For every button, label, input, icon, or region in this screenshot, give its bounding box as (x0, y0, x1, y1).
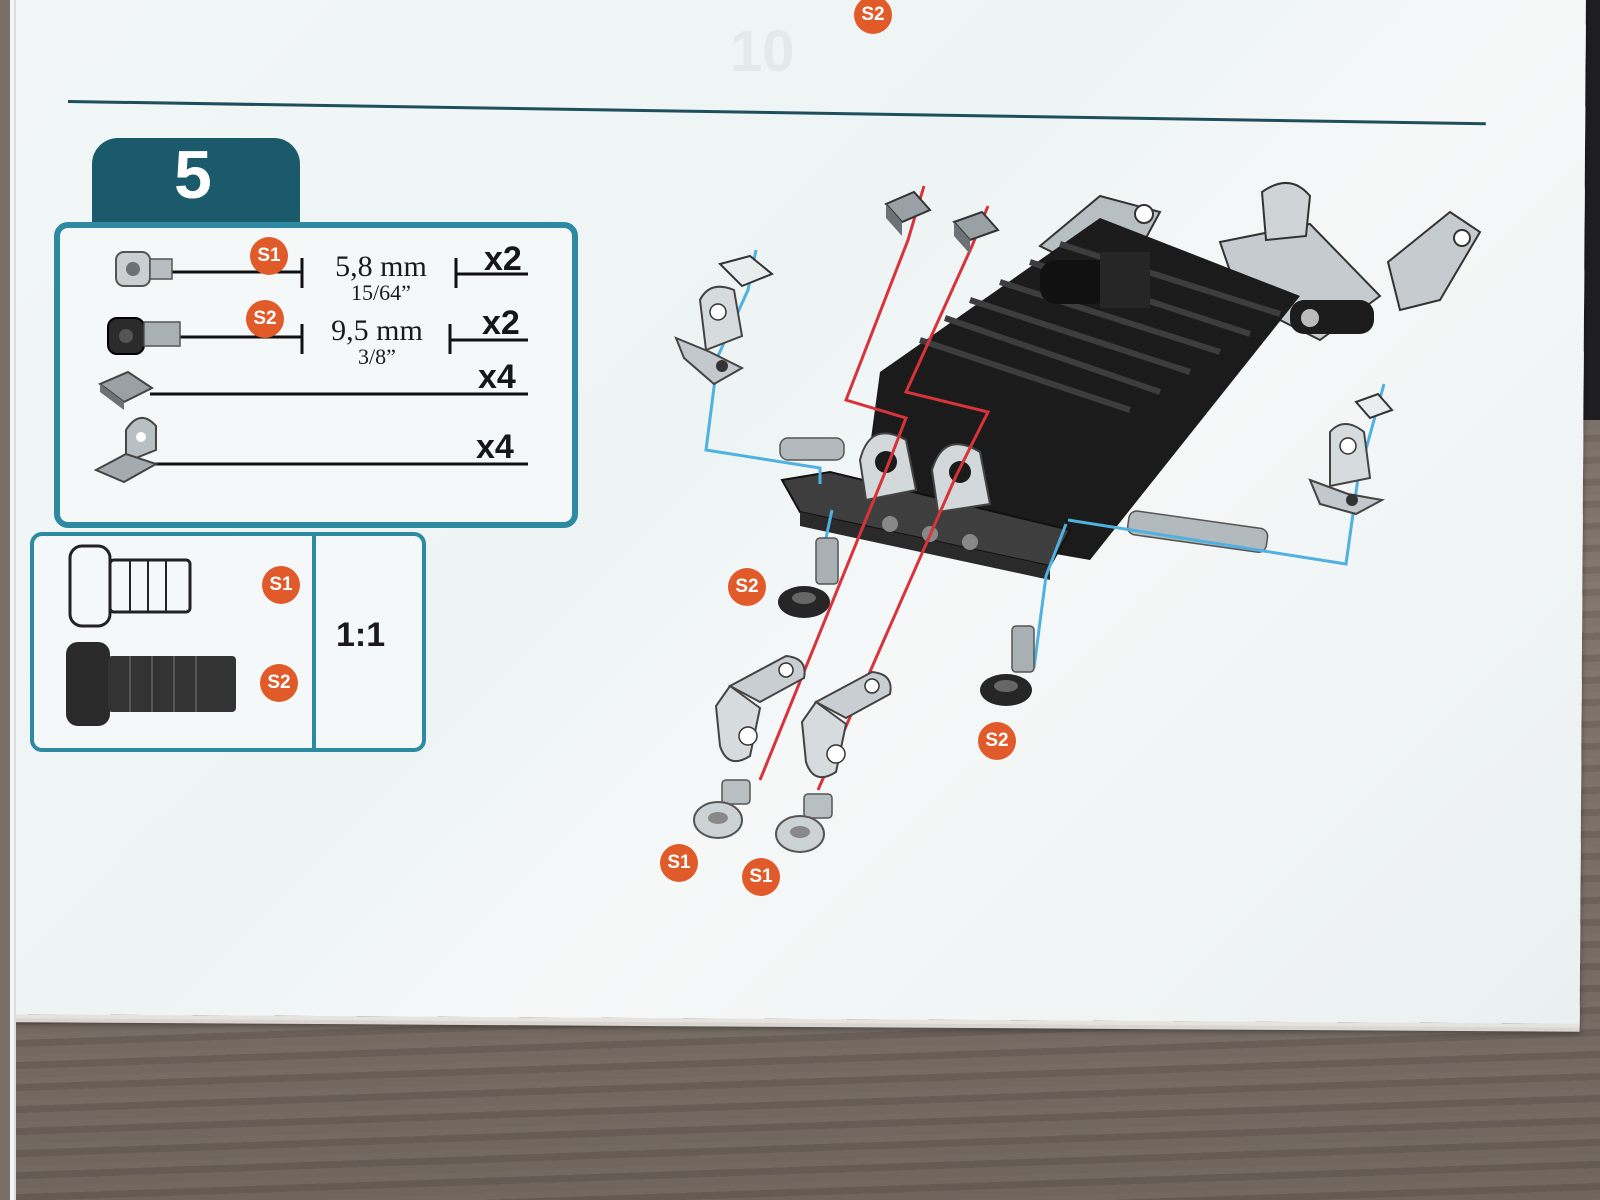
part-badge-s2: S2 (246, 300, 284, 338)
long-screw-icon (107, 317, 181, 355)
bottom-brackets (714, 654, 892, 779)
square-nut-icon (98, 370, 154, 410)
scale-divider (312, 532, 316, 748)
part-badge-s1: S1 (250, 237, 288, 275)
part-qty-s2: x2 (482, 304, 520, 342)
long-screw-solid-icon (66, 642, 236, 726)
axles (779, 437, 1269, 553)
right-nut-bracket (1308, 392, 1394, 516)
short-screw-outline-icon (68, 544, 192, 628)
rear-bracket-assembly (1038, 182, 1482, 342)
scale-badge-s1: S1 (262, 566, 300, 604)
long-screw-right-icon (980, 625, 1035, 706)
diagram-badge-s1-right: S1 (742, 858, 780, 896)
scale-badge-s2: S2 (260, 664, 298, 702)
left-nut-bracket (674, 254, 774, 386)
short-screw-bottom-left-icon (693, 779, 751, 839)
top-nuts (884, 190, 1000, 254)
short-screw-icon (115, 251, 173, 287)
badge-top: S2 (854, 0, 892, 34)
short-screw-bottom-right-icon (775, 793, 833, 853)
faded-previous-step-number: 10 (730, 19, 795, 84)
diagram-badge-s2-left: S2 (728, 568, 766, 606)
step-tab (92, 138, 300, 228)
long-screw-left-icon (778, 537, 839, 618)
step-number: 5 (174, 137, 213, 213)
angle-bracket-icon (93, 417, 159, 484)
part-qty-bracket: x4 (476, 428, 514, 466)
part-qty-nut: x4 (478, 358, 516, 396)
scale-ratio: 1:1 (336, 616, 386, 654)
diagram-badge-s1-left: S1 (660, 844, 698, 882)
part-qty-s1: x2 (484, 240, 522, 278)
diagram-badge-s2-right: S2 (978, 722, 1016, 760)
